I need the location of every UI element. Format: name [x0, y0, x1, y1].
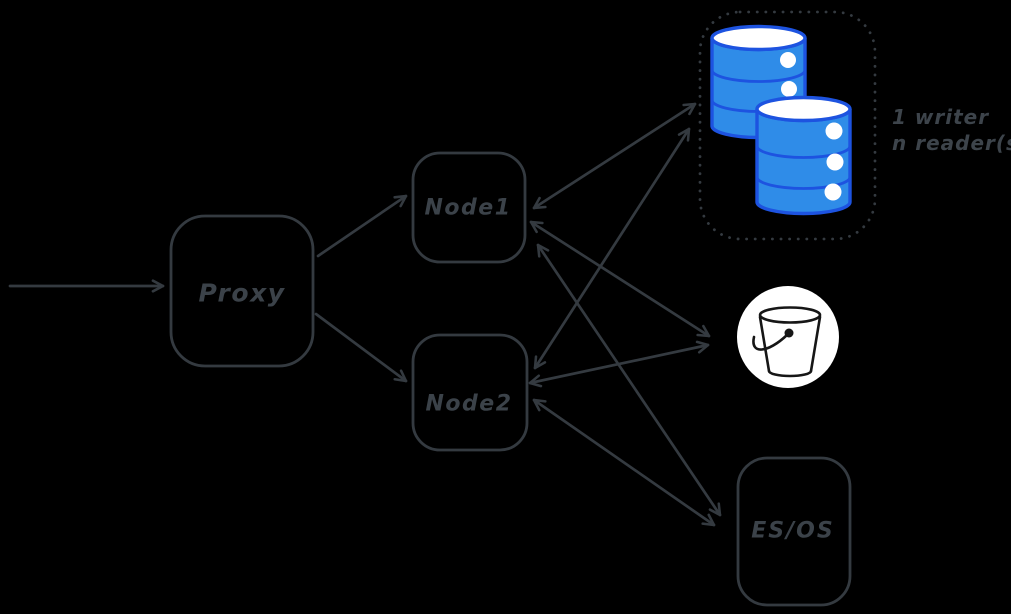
s3-bucket-icon: [737, 286, 839, 388]
proxy-label: Proxy: [198, 278, 286, 308]
arrow-node1-bucket: [529, 220, 711, 338]
es-os-node: [736, 456, 852, 607]
es-os-label: ES/OS: [751, 518, 835, 544]
node1-label: Node1: [424, 195, 512, 221]
cluster-note-line2: n reader(s): [892, 131, 1011, 155]
proxy-node: [169, 214, 315, 368]
node2-node: [411, 333, 529, 452]
arrow-node2-esos: [532, 398, 716, 527]
cluster-note-line1: 1 writer: [892, 105, 990, 129]
node2-label: Node2: [425, 391, 513, 417]
node1-node: [411, 151, 527, 264]
arrow-proxy-to-node2: [314, 312, 408, 383]
arrow-node2-database: [533, 127, 691, 370]
arrow-proxy-to-node1: [316, 194, 408, 258]
database-cylinder-front-icon: [755, 95, 852, 216]
database-cluster-box: [698, 10, 877, 241]
